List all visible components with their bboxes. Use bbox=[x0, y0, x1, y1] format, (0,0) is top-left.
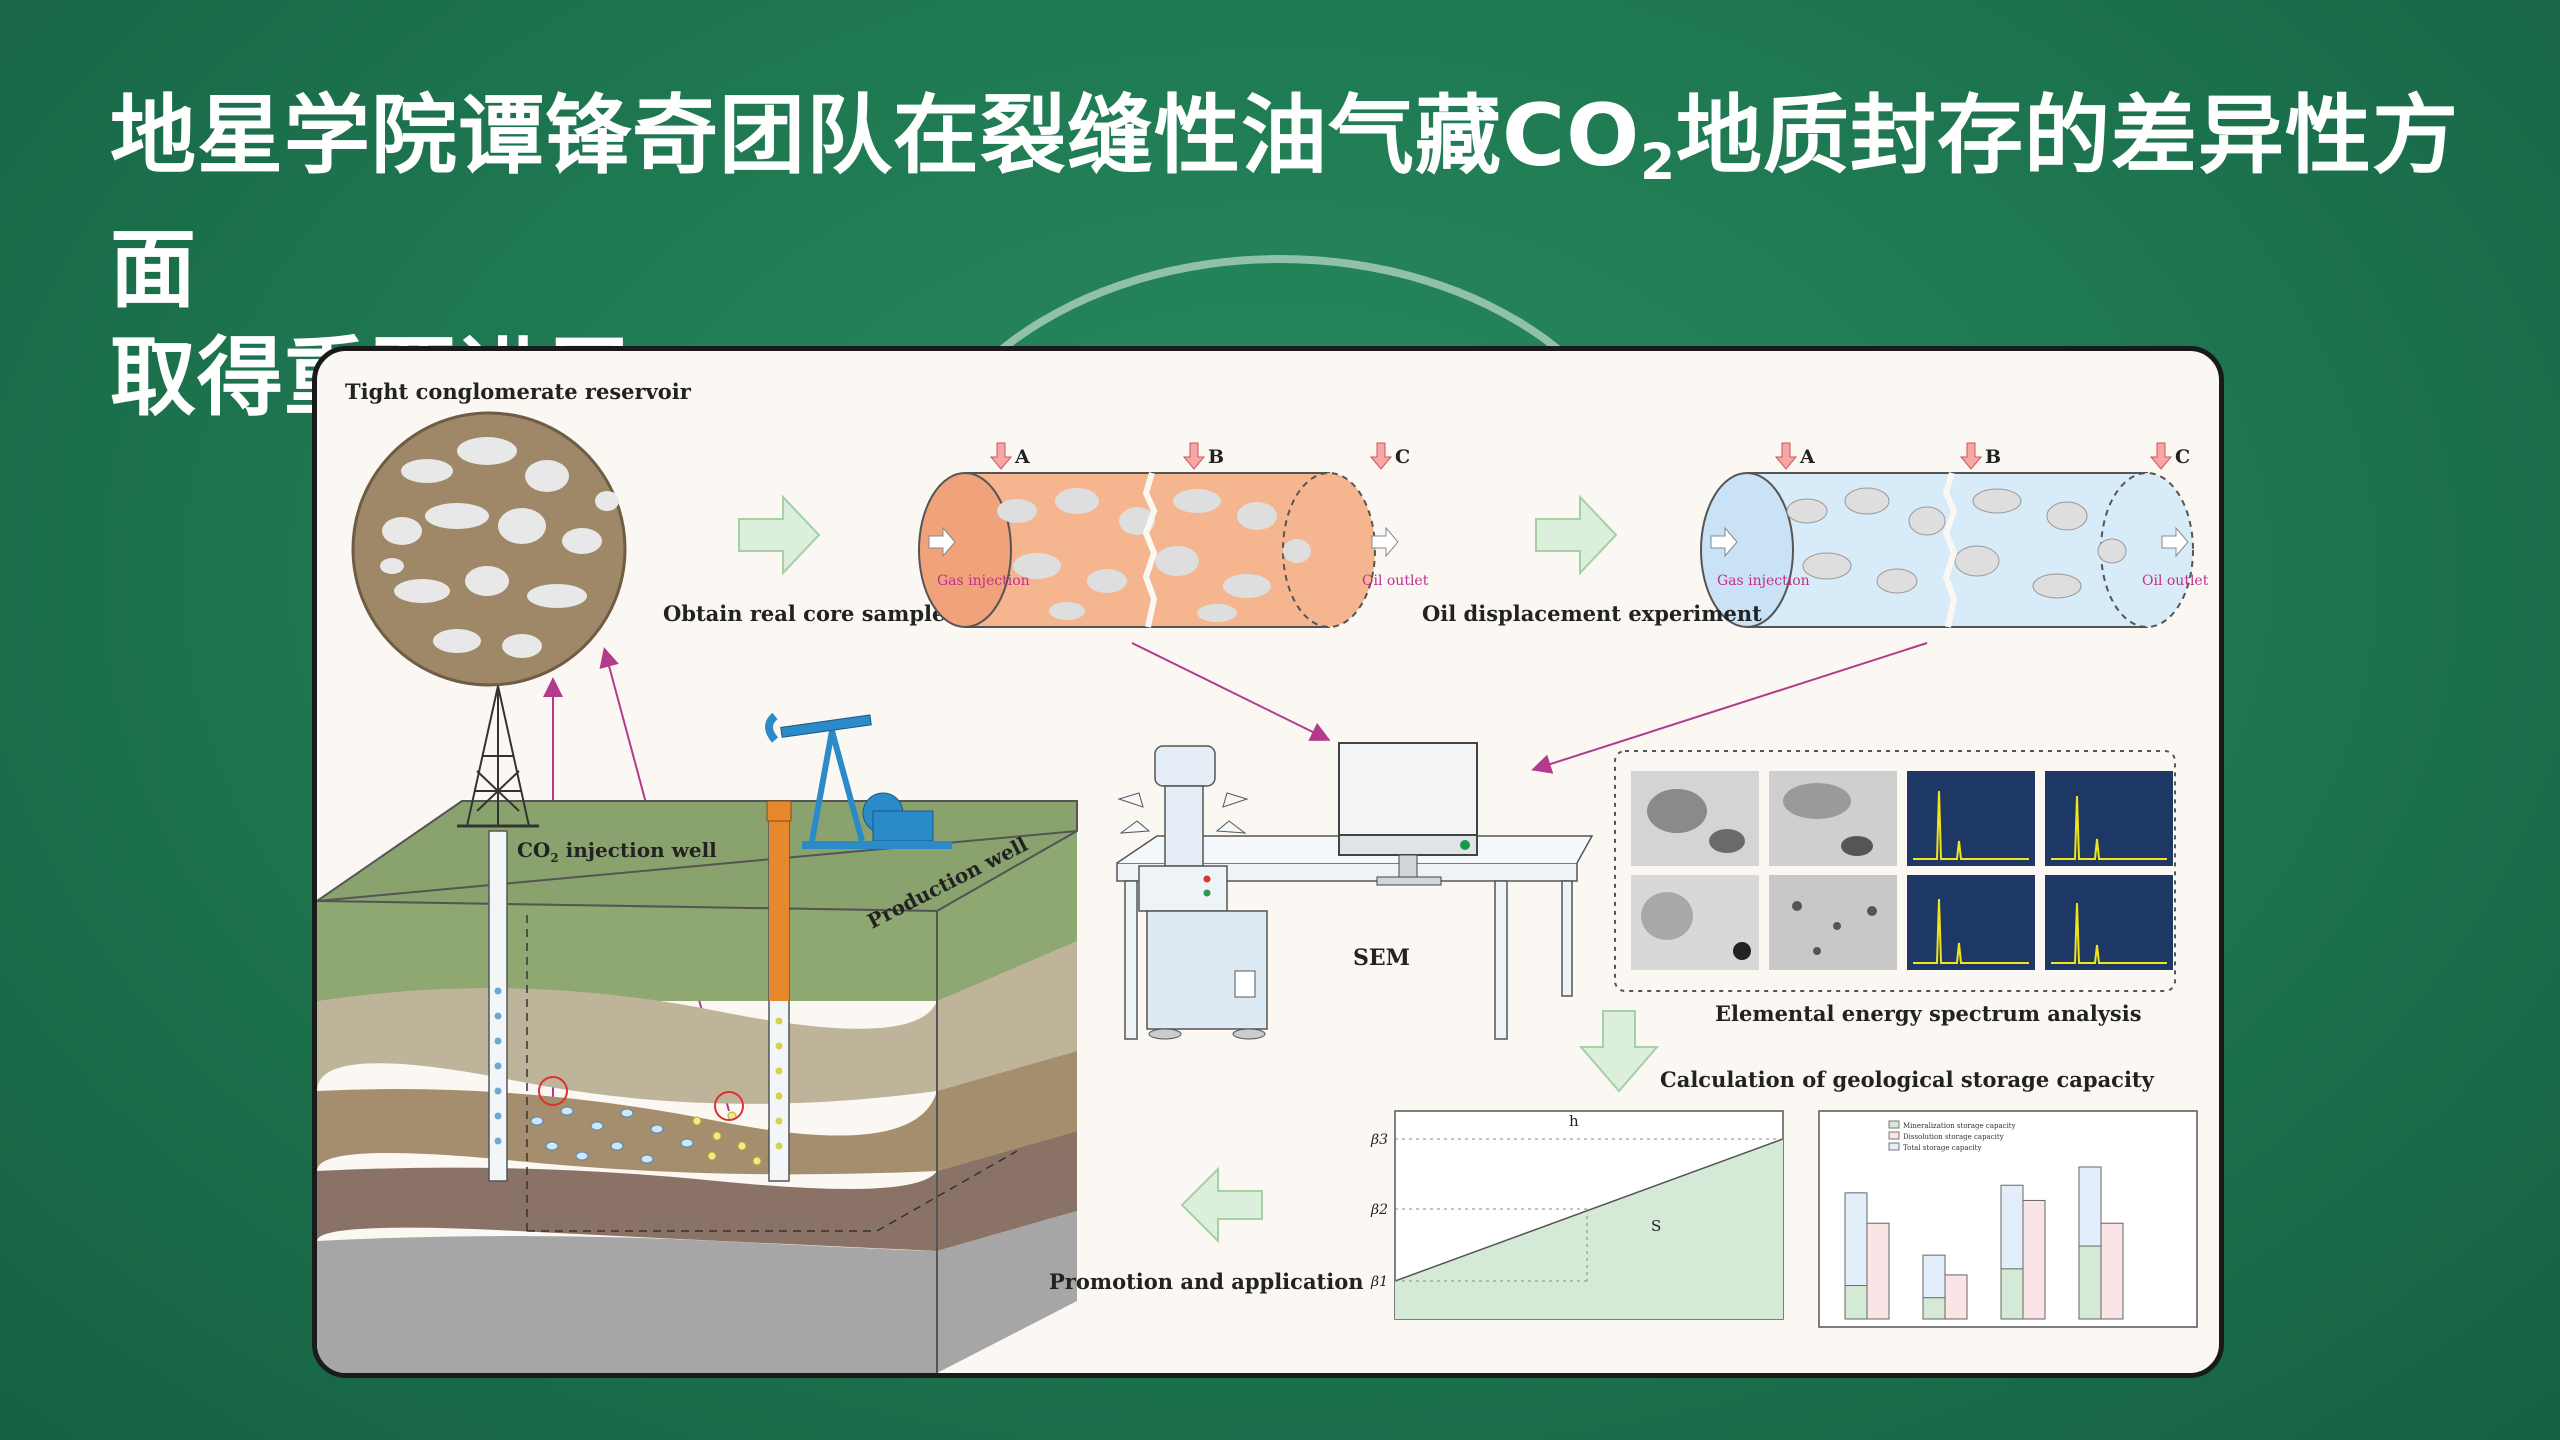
promotion-label: Promotion and application bbox=[1049, 1269, 1364, 1294]
conglomerate-circle bbox=[351, 411, 627, 687]
legend-total: Total storage capacity bbox=[1903, 1144, 1981, 1152]
title-line1-prefix: 地星学院谭锋奇团队在裂缝性油气藏CO bbox=[110, 86, 1641, 186]
calc-label: Calculation of geological storage capaci… bbox=[1660, 1067, 2155, 1092]
bar-dissolution bbox=[2022, 1199, 2046, 1320]
eds-label: Elemental energy spectrum analysis bbox=[1715, 1001, 2142, 1026]
flow-arrow-left bbox=[1180, 1166, 1263, 1244]
sem-desk bbox=[1116, 835, 1594, 1040]
blue-core-markers: A B C bbox=[1774, 442, 2190, 470]
co2-injection-well-label: CO2 injection well bbox=[517, 838, 717, 865]
eds-panel bbox=[1614, 750, 2176, 992]
orange-point-b: B bbox=[1208, 446, 1224, 468]
co2-well-prefix: CO bbox=[517, 838, 550, 862]
reservoir-title: Tight conglomerate reservoir bbox=[345, 379, 692, 404]
co2-well-suffix: injection well bbox=[559, 838, 717, 862]
bar-mineralization bbox=[1844, 1285, 1868, 1320]
co2-injection-well bbox=[457, 685, 539, 1182]
bar-mineralization bbox=[2078, 1245, 2102, 1320]
sem-microscope bbox=[1117, 745, 1268, 1040]
graph-s-label: S bbox=[1651, 1217, 1661, 1235]
arrow-core-to-sem-2 bbox=[1531, 642, 1928, 774]
arrow-core-to-sem-1 bbox=[1131, 642, 1331, 741]
sem-monitor bbox=[1338, 742, 1478, 886]
orange-gas-injection-label: Gas injection bbox=[937, 573, 1030, 589]
beta3-label: β3 bbox=[1370, 1132, 1388, 1148]
orange-point-a: A bbox=[1014, 446, 1030, 468]
page-title: 地星学院谭锋奇团队在裂缝性油气藏CO2地质封存的差异性方面 取得重要进展 bbox=[110, 82, 2490, 432]
research-diagram-card: Tight conglomerate reservoir Obtain real… bbox=[312, 346, 2224, 1378]
orange-core-markers: A B C bbox=[989, 442, 1410, 470]
oil-displacement-label: Oil displacement experiment bbox=[1422, 601, 1762, 626]
blue-gas-injection-label: Gas injection bbox=[1717, 573, 1810, 589]
legend-dissolution: Dissolution storage capacity bbox=[1903, 1133, 2004, 1141]
research-diagram: Tight conglomerate reservoir Obtain real… bbox=[317, 379, 2209, 1373]
flow-arrow-2 bbox=[1535, 494, 1618, 576]
bar-mineralization bbox=[2000, 1268, 2024, 1320]
bar-mineralization bbox=[1922, 1297, 1946, 1320]
storage-capacity-bar-chart: Mineralization storage capacity Dissolut… bbox=[1818, 1110, 2198, 1328]
legend-mineralization: Mineralization storage capacity bbox=[1903, 1122, 2016, 1130]
storage-graph bbox=[1394, 1110, 1784, 1320]
pump-jack bbox=[765, 712, 952, 849]
blue-point-a: A bbox=[1799, 446, 1815, 468]
orange-point-c: C bbox=[1395, 446, 1410, 468]
bar-dissolution bbox=[1944, 1274, 1968, 1320]
production-well bbox=[766, 800, 792, 1182]
blue-point-b: B bbox=[1985, 446, 2001, 468]
co2-well-sub: 2 bbox=[550, 851, 558, 865]
blue-point-c: C bbox=[2175, 446, 2190, 468]
beta2-label: β2 bbox=[1370, 1202, 1388, 1218]
blue-core-sample bbox=[1700, 472, 2194, 628]
flow-arrow-down bbox=[1578, 1010, 1660, 1093]
bar-legend: Mineralization storage capacity Dissolut… bbox=[1888, 1120, 2016, 1152]
bar-dissolution bbox=[1866, 1222, 1890, 1320]
eds-spectra bbox=[1907, 771, 2173, 970]
sem-label: SEM bbox=[1353, 945, 1410, 971]
orange-oil-outlet-label: Oil outlet bbox=[1362, 573, 1429, 589]
obtain-samples-label: Obtain real core samples bbox=[663, 601, 957, 626]
title-co2-subscript: 2 bbox=[1640, 133, 1677, 191]
orange-core-sample bbox=[918, 472, 1399, 628]
title-line1-suffix: 地质封存的差异性方面 bbox=[110, 86, 2460, 320]
flow-arrow-1 bbox=[738, 494, 821, 576]
graph-h-label: h bbox=[1569, 1112, 1579, 1130]
blue-oil-outlet-label: Oil outlet bbox=[2142, 573, 2209, 589]
bar-dissolution bbox=[2100, 1222, 2124, 1320]
beta1-label: β1 bbox=[1370, 1274, 1388, 1290]
